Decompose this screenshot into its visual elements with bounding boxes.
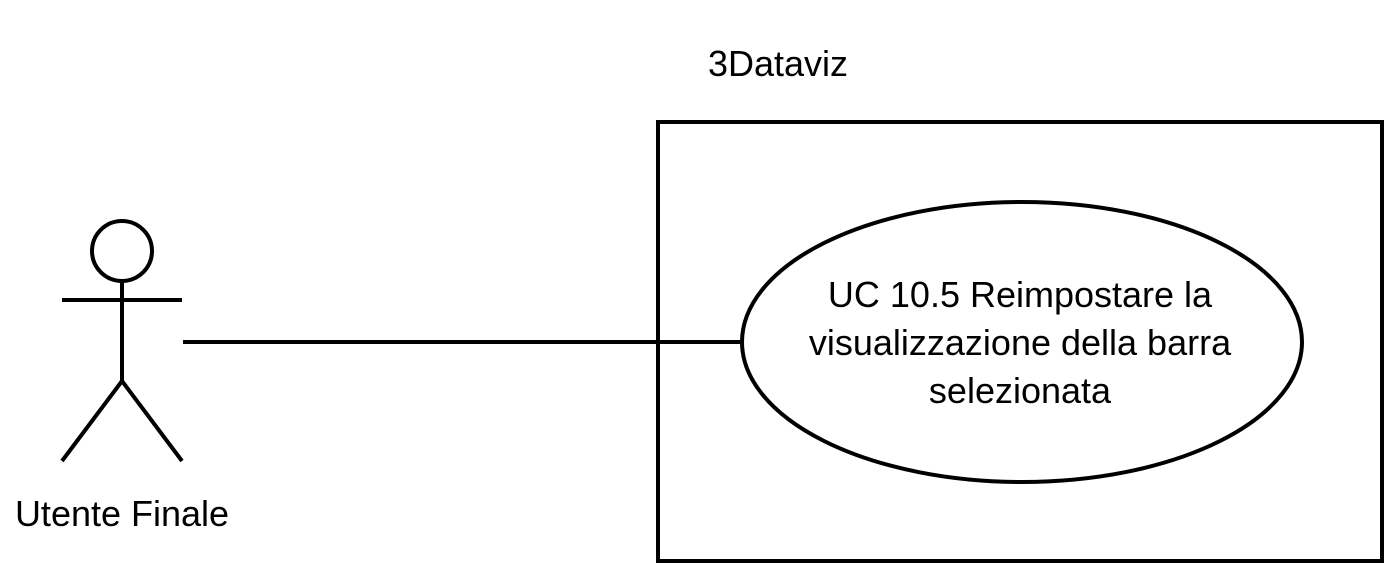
use-case-line-1: UC 10.5 Reimpostare la — [828, 274, 1213, 315]
actor-figure — [60, 219, 184, 463]
use-case-line-3: selezionata — [929, 370, 1112, 411]
actor-left-leg — [60, 379, 124, 463]
use-case-ellipse — [740, 200, 1304, 484]
use-case-line-2: visualizzazione della barra — [809, 322, 1232, 363]
actor-right-leg — [120, 379, 184, 463]
actor-head — [90, 219, 154, 283]
system-title: 3Dataviz — [708, 43, 848, 84]
actor-label: Utente Finale — [15, 493, 229, 534]
